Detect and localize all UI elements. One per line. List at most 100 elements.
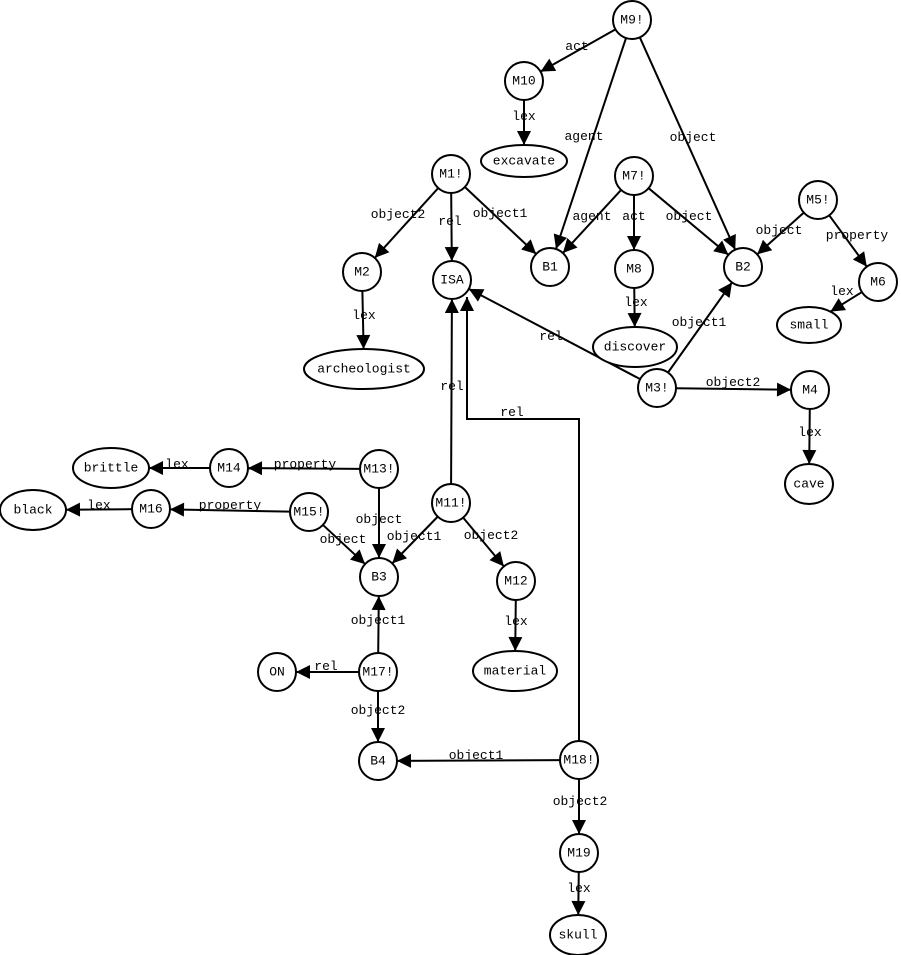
- node-label: M1!: [439, 167, 462, 182]
- node-circle: [559, 833, 599, 873]
- edge-label: object1: [473, 206, 528, 221]
- node-M7[interactable]: M7!: [614, 156, 654, 196]
- node-label: M15!: [293, 505, 324, 520]
- node-circle: [496, 561, 536, 601]
- node-B3[interactable]: B3: [359, 557, 399, 597]
- edge-M7-B2: [647, 187, 730, 256]
- edge-label: object2: [464, 528, 519, 543]
- edge-label: agent: [564, 129, 603, 144]
- node-brittle[interactable]: brittle: [72, 447, 150, 489]
- node-ellipse: [472, 650, 558, 692]
- node-M18[interactable]: M18!: [559, 740, 599, 780]
- node-circle: [614, 156, 654, 196]
- node-skull[interactable]: skull: [549, 914, 607, 955]
- node-label: M17!: [362, 665, 393, 680]
- edge-M5-M6: [828, 214, 868, 268]
- node-circle: [504, 61, 544, 101]
- node-label: M6: [870, 275, 886, 290]
- node-M11[interactable]: M11!: [431, 483, 471, 523]
- node-label: ON: [269, 665, 285, 680]
- node-B1[interactable]: B1: [530, 247, 570, 287]
- node-circle: [858, 262, 898, 302]
- node-M3[interactable]: M3!: [637, 368, 677, 408]
- node-circle: [637, 368, 677, 408]
- edge-M12-material: [508, 599, 523, 652]
- node-ellipse: [0, 489, 67, 531]
- node-excavate[interactable]: excavate: [480, 144, 568, 178]
- edge-label: lex: [165, 457, 189, 472]
- node-label: M16: [139, 502, 162, 517]
- edge-M9-M10: [540, 28, 616, 73]
- edge-label: lex: [624, 295, 648, 310]
- node-material[interactable]: material: [472, 650, 558, 692]
- node-archeologist[interactable]: archeologist: [303, 348, 425, 390]
- node-label: material: [484, 664, 547, 679]
- node-cave[interactable]: cave: [784, 463, 834, 505]
- node-label: black: [13, 503, 52, 518]
- node-circle: [209, 448, 249, 488]
- node-circle: [359, 557, 399, 597]
- node-circle: [612, 0, 652, 40]
- node-circle: [559, 740, 599, 780]
- edge-M3-M4: [675, 382, 792, 397]
- edge-M1-ISA: [444, 192, 459, 262]
- edge-label: object2: [351, 703, 406, 718]
- node-M13[interactable]: M13!: [359, 449, 399, 489]
- edge-label: object1: [449, 748, 504, 763]
- node-label: cave: [793, 477, 824, 492]
- node-label: archeologist: [317, 362, 411, 377]
- node-M1[interactable]: M1!: [431, 154, 471, 194]
- node-label: M7!: [622, 169, 645, 184]
- node-circle: [358, 652, 398, 692]
- edge-M11-ISA: [444, 298, 459, 485]
- node-small[interactable]: small: [776, 306, 842, 344]
- node-circle: [289, 492, 329, 532]
- edge-label: object2: [706, 375, 761, 390]
- edge-M13-M14: [247, 461, 361, 476]
- node-M17[interactable]: M17!: [358, 652, 398, 692]
- edge-label: rel: [500, 405, 524, 420]
- node-label: M11!: [435, 496, 466, 511]
- edge-M1-B1: [464, 186, 537, 255]
- edge-M4-cave: [802, 408, 817, 465]
- node-M5[interactable]: M5!: [798, 180, 838, 220]
- node-circle: [432, 260, 472, 300]
- node-label: M12: [504, 574, 527, 589]
- node-ISA[interactable]: ISA: [432, 260, 472, 300]
- node-M8[interactable]: M8: [614, 249, 654, 289]
- node-circle: [342, 252, 382, 292]
- node-M9[interactable]: M9!: [612, 0, 652, 40]
- node-M4[interactable]: M4: [790, 370, 830, 410]
- edge-M11-B3: [391, 515, 439, 565]
- node-black[interactable]: black: [0, 489, 67, 531]
- node-M12[interactable]: M12: [496, 561, 536, 601]
- node-M19[interactable]: M19: [559, 833, 599, 873]
- node-label: M19: [567, 846, 590, 861]
- node-ellipse: [72, 447, 150, 489]
- node-label: M13!: [363, 462, 394, 477]
- node-M16[interactable]: M16: [131, 489, 171, 529]
- node-M15[interactable]: M15!: [289, 492, 329, 532]
- node-B4[interactable]: B4: [358, 741, 398, 781]
- node-M6[interactable]: M6: [858, 262, 898, 302]
- node-label: M18!: [563, 753, 594, 768]
- node-ON[interactable]: ON: [257, 652, 297, 692]
- edge-label: lex: [512, 109, 536, 124]
- node-M10[interactable]: M10: [504, 61, 544, 101]
- node-B2[interactable]: B2: [723, 247, 763, 287]
- node-M2[interactable]: M2: [342, 252, 382, 292]
- node-label: B3: [371, 570, 387, 585]
- edge-label: object: [356, 512, 403, 527]
- node-label: B2: [735, 260, 751, 275]
- edge-M2-archeologist: [356, 290, 371, 350]
- node-discover[interactable]: discover: [592, 326, 678, 368]
- node-circle: [431, 483, 471, 523]
- node-ellipse: [549, 914, 607, 955]
- edge-label: rel: [314, 659, 338, 674]
- edge-M6-small: [829, 291, 863, 313]
- edge-label: lex: [504, 614, 528, 629]
- node-label: B4: [370, 754, 386, 769]
- node-M14[interactable]: M14: [209, 448, 249, 488]
